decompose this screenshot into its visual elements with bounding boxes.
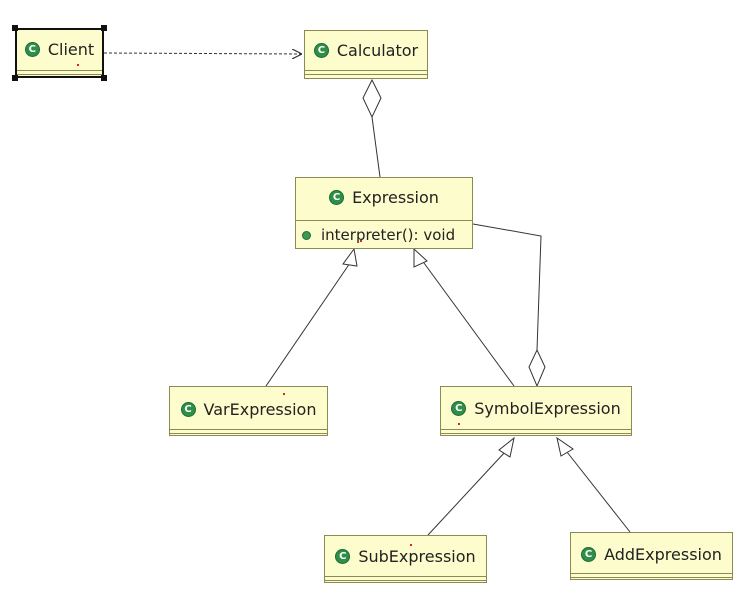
class-icon: C: [581, 546, 597, 562]
class-name: Expression: [352, 187, 439, 207]
generalization-arrow-subexpression: [498, 436, 515, 458]
class-subexpression[interactable]: C SubExpression: [324, 535, 487, 583]
class-calculator[interactable]: C Calculator: [304, 30, 428, 79]
public-method-icon: [302, 230, 311, 240]
aggregation-diamond-symbolexpression[interactable]: [528, 348, 546, 388]
class-icon: C: [180, 401, 196, 417]
selection-handle[interactable]: [101, 75, 107, 81]
selection-handle[interactable]: [12, 25, 18, 31]
class-expression[interactable]: C Expression interpreter(): void: [295, 177, 473, 249]
class-name: Client: [47, 39, 95, 59]
generalization-symbolexpression[interactable]: [423, 262, 515, 387]
generalization-arrow-varexpression: [342, 247, 358, 267]
class-icon: C: [313, 42, 329, 58]
class-name: SubExpression: [358, 546, 476, 566]
class-client[interactable]: C Client: [15, 28, 104, 78]
class-name: VarExpression: [203, 399, 317, 419]
generalization-addexpression[interactable]: [566, 451, 631, 533]
selection-handle[interactable]: [101, 25, 107, 31]
generalization-subexpression[interactable]: [427, 451, 506, 536]
class-symbolexpression[interactable]: C SymbolExpression: [440, 386, 632, 436]
class-name: Calculator: [336, 40, 419, 60]
class-icon: C: [24, 41, 40, 57]
generalization-arrow-addexpression: [556, 436, 574, 457]
class-icon: C: [329, 189, 345, 205]
selection-handle[interactable]: [12, 75, 18, 81]
aggregation-calculator-expression[interactable]: [371, 116, 381, 178]
class-addexpression[interactable]: C AddExpression: [570, 532, 733, 580]
class-name: AddExpression: [604, 544, 722, 564]
generalization-varexpression[interactable]: [265, 262, 351, 387]
dependency-client-calculator[interactable]: [103, 53, 302, 54]
class-icon: C: [335, 548, 351, 564]
class-varexpression[interactable]: C VarExpression: [169, 386, 328, 436]
generalization-arrow-symbolexpression: [413, 247, 428, 268]
aggregation-expression-symbolexpression[interactable]: [472, 223, 542, 351]
aggregation-diamond-calculator[interactable]: [362, 78, 382, 119]
method-signature[interactable]: interpreter(): void: [321, 226, 456, 244]
class-icon: C: [451, 400, 467, 416]
class-name: SymbolExpression: [474, 398, 621, 418]
